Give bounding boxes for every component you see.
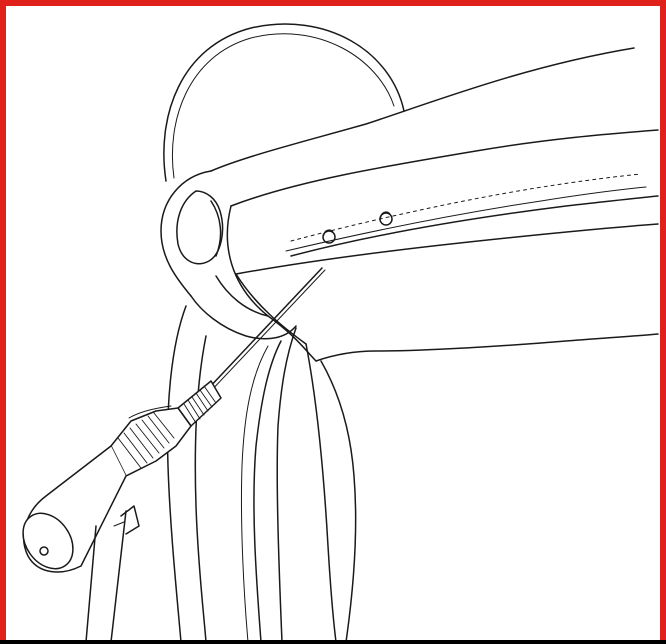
knee-joint [161,171,316,361]
knee-drill-illustration [6,6,660,642]
thigh-groove [286,174,646,251]
thigh-outline [211,48,658,274]
pin-holes [323,212,392,243]
patella-outline [164,24,404,181]
drill-body [13,406,191,578]
lower-leg-outline [168,306,658,642]
bottom-edge [0,640,666,644]
